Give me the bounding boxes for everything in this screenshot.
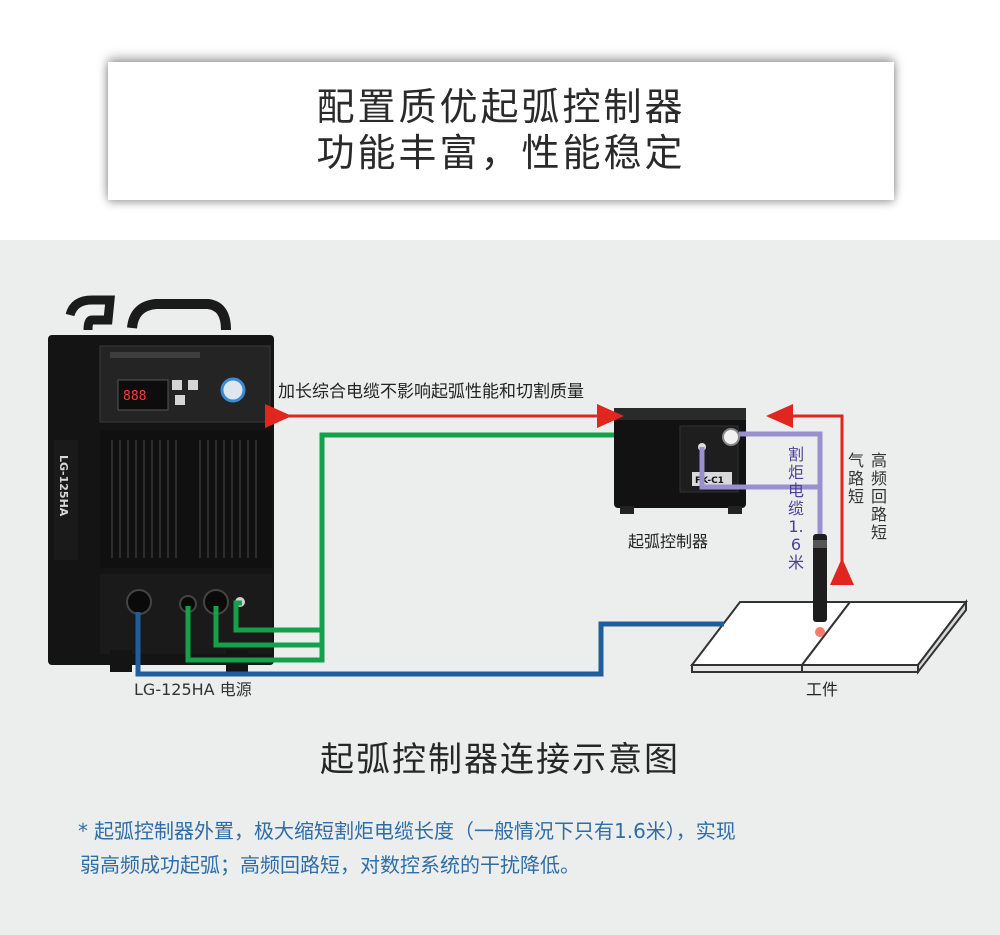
torch-cable — [739, 431, 823, 534]
note-line-2: 弱高频成功起弧；高频回路短，对数控系统的干扰降低。 — [80, 853, 580, 877]
workpiece — [689, 599, 969, 675]
title-line-2: 功能丰富，性能稳定 — [316, 131, 686, 175]
connection-diagram: 888 — [0, 240, 1000, 935]
note-line-1: *起弧控制器外置，极大缩短割炬电缆长度（一般情况下只有1.6米），实现 — [78, 814, 958, 848]
green-cable — [185, 432, 614, 663]
controller-label: 起弧控制器 — [628, 532, 709, 551]
note-asterisk: * — [78, 819, 88, 843]
gas-label: 气路短 — [847, 451, 864, 506]
title-card: 配置质优起弧控制器 功能丰富，性能稳定 — [108, 62, 894, 200]
hf-label: 高频回路短 — [870, 451, 887, 542]
note-block: *起弧控制器外置，极大缩短割炬电缆长度（一般情况下只有1.6米），实现 弱高频成… — [78, 814, 958, 882]
diagram-caption: 起弧控制器连接示意图 — [320, 740, 680, 780]
power-supply-unit: 888 — [48, 295, 274, 672]
cutting-torch — [813, 534, 827, 637]
torch-cable-label: 割炬电缆1.6米 — [787, 445, 804, 572]
cable-label: 加长综合电缆不影响起弧性能和切割质量 — [278, 382, 584, 402]
arc-controller-unit: FK-C1 — [614, 408, 746, 514]
blue-cable — [135, 612, 724, 677]
diagram-drawing: 888 — [48, 295, 969, 677]
note-line-1-text: 起弧控制器外置，极大缩短割炬电缆长度（一般情况下只有1.6米），实现 — [94, 819, 736, 843]
svg-text:888: 888 — [123, 389, 146, 404]
power-side-label: LG-125HA — [57, 455, 70, 517]
power-label: LG-125HA 电源 — [134, 680, 252, 699]
gas-arrow — [766, 404, 854, 585]
controller-badge: FK-C1 — [695, 476, 724, 486]
title-line-1: 配置质优起弧控制器 — [316, 85, 686, 129]
workpiece-label: 工件 — [806, 680, 839, 699]
